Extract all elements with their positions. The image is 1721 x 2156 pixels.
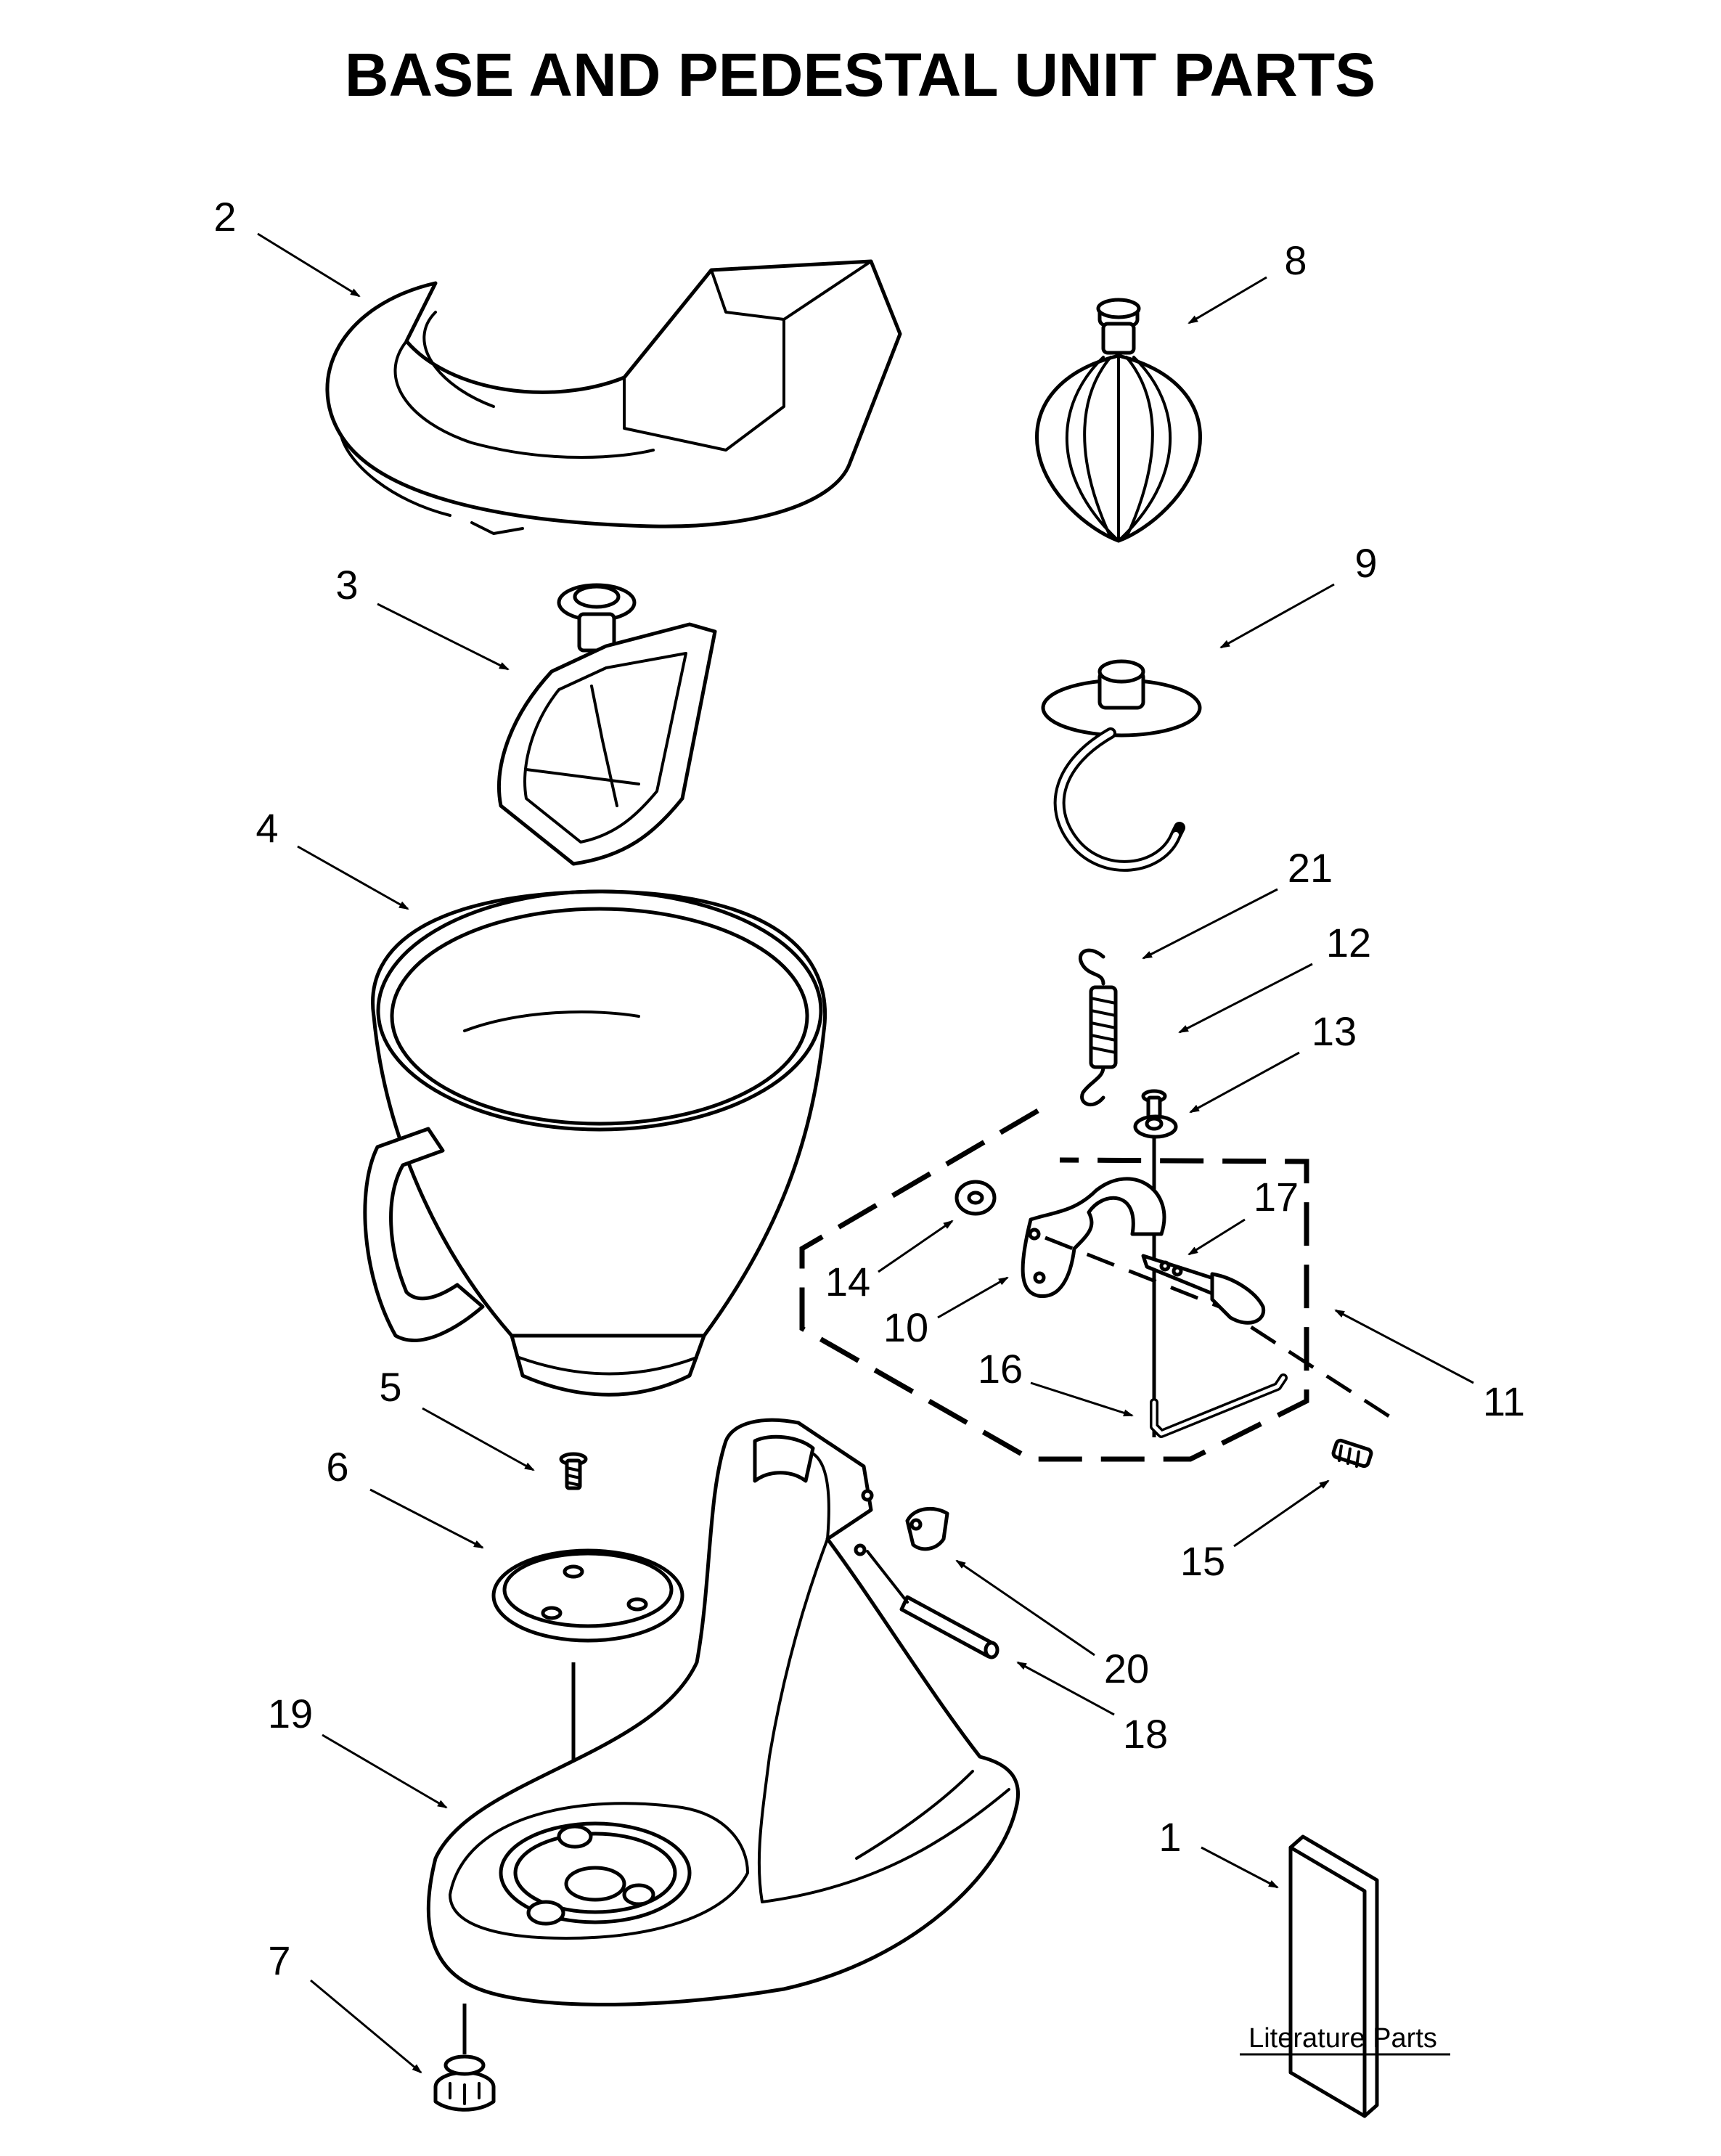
callout-5: 5 [379,1364,535,1471]
svg-text:13: 13 [1312,1008,1357,1054]
part-7-foot [433,2004,496,2112]
callout-12: 12 [1178,920,1371,1034]
part-3-flat-beater [497,583,717,866]
part-1-literature-booklet [1288,1834,1379,2118]
callout-6: 6 [326,1444,484,1549]
part-14-washer [954,1180,997,1216]
callout-14: 14 [825,1220,954,1304]
callout-7: 7 [268,1937,422,2074]
part-4-mixing-bowl [363,889,827,1397]
svg-text:18: 18 [1123,1711,1168,1757]
part-8-wire-whip [1035,298,1202,543]
svg-text:7: 7 [268,1937,290,1983]
literature-parts-label: Literature Parts [1248,2023,1437,2054]
part-6-clamp-plate [491,1548,684,1643]
page-title: BASE AND PEDESTAL UNIT PARTS [345,41,1375,109]
part-16-rod [1150,1373,1288,1438]
callout-20: 20 [955,1559,1149,1691]
part-5-screw [559,1452,588,1490]
part-18-hinge-pin [899,1595,1000,1659]
svg-text:11: 11 [1483,1379,1525,1424]
callout-2: 2 [213,194,361,298]
svg-text:2: 2 [213,194,236,240]
svg-text:14: 14 [825,1259,870,1304]
svg-text:3: 3 [335,562,358,608]
callout-18: 18 [1016,1661,1168,1757]
callout-21: 21 [1142,845,1333,960]
svg-text:17: 17 [1254,1174,1299,1220]
part-17-lever [1141,1254,1266,1325]
svg-text:5: 5 [379,1364,401,1410]
svg-text:9: 9 [1354,540,1377,586]
svg-text:15: 15 [1180,1538,1225,1584]
callout-4: 4 [256,805,409,910]
callout-17: 17 [1187,1174,1299,1256]
part-12-screw [1141,1089,1167,1120]
callout-1: 1 [1158,1814,1279,1889]
svg-text:21: 21 [1288,845,1333,891]
svg-text:16: 16 [978,1346,1023,1392]
part-19-pedestal [426,1418,1021,2006]
callout-3: 3 [335,562,510,671]
part-15-pin [1331,1438,1373,1469]
callout-11: 11 [1334,1309,1525,1424]
callout-19: 19 [268,1691,448,1809]
svg-text:10: 10 [883,1304,928,1350]
part-2-pouring-shield [325,259,902,535]
callout-15: 15 [1180,1479,1330,1584]
svg-text:12: 12 [1326,920,1371,965]
part-21-spring [1078,948,1118,1107]
callout-16: 16 [978,1346,1134,1417]
part-20-latch [905,1506,949,1551]
svg-text:6: 6 [326,1444,348,1490]
svg-text:4: 4 [256,805,278,851]
svg-text:1: 1 [1158,1814,1181,1860]
callout-13: 13 [1189,1008,1357,1114]
part-9-dough-hook [1041,659,1202,872]
callout-9: 9 [1219,540,1378,649]
part-10-hinge-bracket [1021,1177,1166,1299]
svg-text:20: 20 [1104,1646,1149,1691]
svg-text:8: 8 [1284,237,1307,283]
svg-text:19: 19 [268,1691,313,1736]
part-11-assembly-outline [799,1108,1309,1462]
callout-10: 10 [883,1276,1009,1350]
callout-8: 8 [1187,237,1307,324]
part-13-washer [1133,1114,1178,1139]
